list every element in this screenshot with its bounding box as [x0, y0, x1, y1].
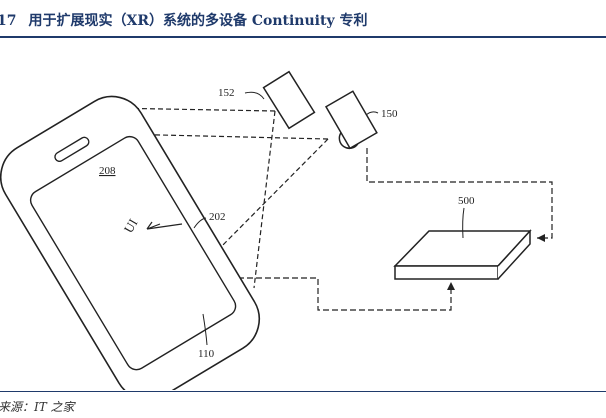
label-500: 500 — [458, 195, 475, 207]
leader-202 — [193, 217, 207, 229]
ui-arrow-shaft — [146, 223, 183, 230]
label-208: 208 — [99, 165, 116, 177]
figure-number: 17 — [0, 13, 17, 29]
projection-line-top — [118, 133, 329, 140]
device-500-side — [497, 229, 531, 280]
camera-152 — [262, 70, 316, 130]
leader-lines — [193, 91, 465, 346]
footer-rule — [0, 391, 606, 392]
leader-152 — [244, 91, 265, 100]
leader-150 — [365, 111, 379, 116]
figure-caption: 17 用于扩展现实（XR）系统的多设备 Continuity 专利 — [0, 10, 367, 30]
header-rule — [0, 36, 606, 38]
connection-lines — [238, 148, 553, 311]
arrowhead-500-right — [537, 234, 545, 242]
leader-500 — [462, 207, 465, 239]
camera-150-body — [324, 90, 378, 150]
link-150-to-500 — [366, 148, 553, 239]
phone-110 — [0, 95, 261, 390]
phone-screen — [29, 135, 237, 371]
figure-title: 用于扩展现实（XR）系统的多设备 Continuity 专利 — [28, 13, 368, 29]
source-note: 来源：IT 之家 — [0, 400, 75, 414]
device-500 — [393, 229, 532, 280]
projection-lines — [107, 107, 329, 289]
label-110: 110 — [198, 348, 215, 360]
patent-diagram: 152 150 208 UI 202 500 110 — [0, 70, 553, 390]
link-phone-to-500 — [238, 277, 452, 311]
device-500-front — [394, 265, 499, 280]
figure-header: 17 用于扩展现实（XR）系统的多设备 Continuity 专利 — [0, 0, 606, 36]
label-202: 202 — [209, 211, 226, 223]
camera-152-body — [262, 70, 316, 130]
leader-110 — [202, 313, 208, 346]
label-150: 150 — [381, 108, 398, 120]
label-ui: UI — [121, 216, 141, 235]
arrowhead-500-bottom — [447, 282, 455, 290]
projection-line-right — [211, 138, 329, 257]
label-152: 152 — [218, 87, 235, 99]
phone-speaker — [54, 136, 90, 163]
camera-150 — [324, 90, 378, 150]
projection-line-152-down — [253, 110, 276, 289]
